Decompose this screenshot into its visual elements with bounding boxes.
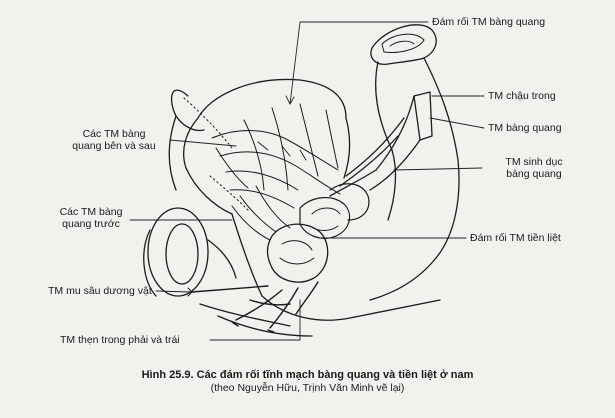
label-lateral-posterior-veins: Các TM bàng quang bên và sau: [60, 128, 168, 152]
label-internal-iliac-vein: TM chậu trong: [488, 90, 556, 102]
label-internal-pudendal-veins: TM thẹn trong phải và trái: [60, 334, 180, 346]
label-anterior-line-1: Các TM bàng: [59, 206, 123, 218]
label-deep-dorsal-vein: TM mu sâu dương vật: [48, 285, 152, 297]
pubic-ring: [143, 207, 237, 297]
peritoneal-dotted: [183, 97, 249, 211]
bladder-vein-network: [211, 103, 341, 241]
caption-title: Hình 25.9. Các đám rối tĩnh mạch bàng qu…: [141, 369, 474, 381]
anatomical-drawing: [129, 21, 485, 341]
label-lateral-posterior-line-1: Các TM bàng: [82, 128, 146, 140]
label-vesicogenital-line-2: bàng quang: [506, 168, 562, 180]
pelvic-floor: [199, 213, 441, 337]
internal-iliac-vein: [329, 91, 433, 197]
label-bladder-plexus: Đám rối TM bàng quang: [432, 16, 546, 28]
label-vesical-vein: TM bàng quang: [488, 122, 562, 134]
figure-caption: Hình 25.9. Các đám rối tĩnh mạch bàng qu…: [0, 368, 615, 395]
label-vesicogenital-vein: TM sinh dục bàng quang: [486, 156, 582, 180]
vesical-plexus-cluster: [299, 183, 370, 239]
bladder-outline: [168, 78, 351, 215]
label-lateral-posterior-line-2: quang bên và sau: [72, 140, 156, 152]
caption-subtitle: (theo Nguyễn Hữu, Trịnh Văn Minh vẽ lại): [210, 382, 405, 394]
label-prostatic-plexus: Đám rối TM tiền liệt: [470, 232, 561, 244]
label-vesicogenital-line-1: TM sinh dục: [505, 156, 563, 168]
prostate: [266, 223, 329, 283]
rectum-tube: [369, 24, 460, 301]
dorsal-pudendal-veins: [187, 281, 319, 333]
label-anterior-line-2: quang trước: [62, 218, 120, 230]
label-anterior-veins: Các TM bàng quang trước: [52, 206, 130, 230]
leader-lines: [129, 21, 485, 341]
